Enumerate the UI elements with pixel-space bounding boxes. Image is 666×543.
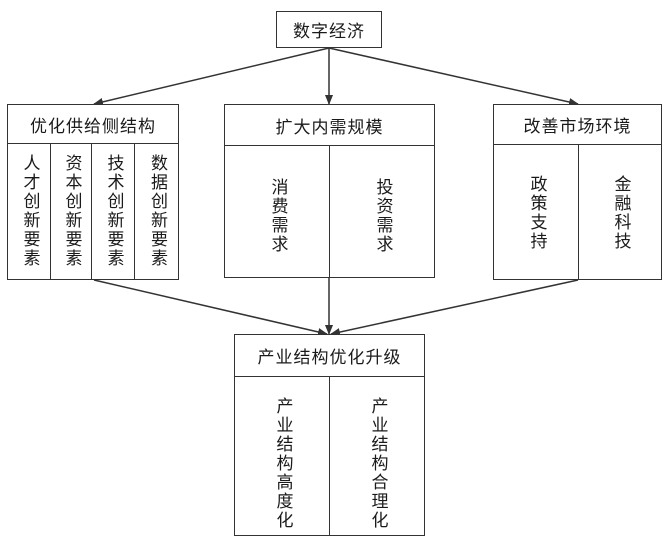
item-label: 技术创新要素 — [103, 154, 124, 268]
arrow-top-to-right — [328, 47, 579, 106]
bottom-item-1: 产业结构高度化 — [234, 376, 330, 536]
group-demand-item-1: 消费需求 — [224, 145, 330, 278]
bottom-item-2: 产业结构合理化 — [329, 376, 425, 536]
group-demand-title-label: 扩大内需规模 — [275, 117, 384, 138]
item-label: 金融科技 — [610, 175, 631, 251]
item-label: 政策支持 — [526, 175, 547, 251]
group-demand-title: 扩大内需规模 — [224, 104, 435, 146]
group-supply-item-1: 人才创新要素 — [7, 143, 51, 280]
arrow-top-to-left — [93, 47, 330, 106]
group-supply-title: 优化供给侧结构 — [7, 104, 179, 144]
group-supply-item-2: 资本创新要素 — [50, 143, 92, 280]
arrow-left-to-bottom — [93, 279, 328, 336]
group-market-title: 改善市场环境 — [493, 104, 662, 145]
top-node-label: 数字经济 — [293, 22, 365, 42]
arrow-right-to-bottom — [330, 279, 579, 336]
top-node: 数字经济 — [276, 11, 382, 48]
item-label: 产业结构合理化 — [367, 397, 388, 530]
item-label: 人才创新要素 — [19, 154, 40, 268]
item-label: 资本创新要素 — [61, 154, 82, 268]
item-label: 消费需求 — [267, 178, 288, 254]
item-label: 投资需求 — [372, 178, 393, 254]
group-market-item-2: 金融科技 — [578, 144, 662, 280]
item-label: 产业结构高度化 — [272, 397, 293, 530]
group-market-title-label: 改善市场环境 — [523, 117, 632, 137]
item-label: 数据创新要素 — [147, 154, 167, 268]
bottom-title-label: 产业结构优化升级 — [257, 348, 402, 368]
group-market-item-1: 政策支持 — [493, 144, 579, 280]
group-supply-item-3: 技术创新要素 — [91, 143, 135, 280]
bottom-title: 产业结构优化升级 — [234, 334, 425, 377]
group-supply-title-label: 优化供给侧结构 — [30, 116, 156, 137]
group-supply-item-4: 数据创新要素 — [134, 143, 179, 280]
group-demand-item-2: 投资需求 — [329, 145, 435, 278]
